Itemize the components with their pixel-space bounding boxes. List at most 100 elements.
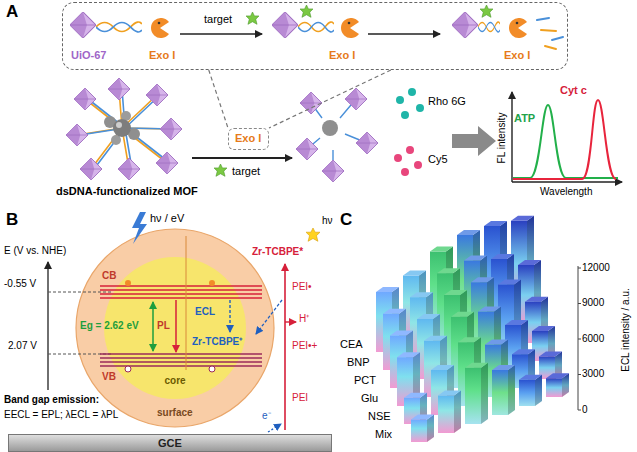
node-label: core	[165, 375, 186, 387]
bar-side	[454, 391, 461, 434]
bar-top	[505, 320, 528, 325]
node-label: GCE	[158, 437, 182, 450]
bar-top	[519, 375, 542, 380]
panel-letter: C	[340, 210, 352, 230]
node-label: surface	[157, 407, 193, 419]
bar-top	[512, 349, 535, 354]
bar-shade	[481, 363, 488, 424]
axis-title: E (V vs. NHE)	[4, 245, 66, 257]
species-label: H⁺	[299, 313, 309, 325]
bar-top	[404, 393, 427, 398]
bar-top	[424, 336, 447, 341]
emission-arrow	[175, 300, 177, 352]
bar-top	[485, 340, 508, 345]
photon-label: hν	[322, 215, 333, 227]
bar-shade	[508, 365, 515, 415]
value-axis	[578, 266, 581, 410]
bar-top	[492, 365, 515, 370]
dashed-panel: UiO-67Exo ItargetExo IExo I	[62, 2, 568, 70]
ecl-arrow	[229, 300, 230, 332]
bar-front	[492, 370, 508, 415]
species-label: Zr-TCBPE⁺	[192, 336, 242, 348]
axis-title: FL intensity	[496, 113, 508, 164]
block-arrow	[452, 126, 496, 156]
proton-arrow	[285, 321, 296, 322]
potential-label: 2.07 V	[8, 340, 37, 352]
category-label: NSE	[368, 410, 391, 423]
mof-cluster	[296, 88, 378, 182]
bar-top	[457, 230, 480, 235]
node-circle	[76, 229, 274, 427]
bar-shade	[535, 375, 542, 406]
reaction-path	[284, 264, 286, 430]
bar-top	[525, 297, 548, 302]
tick-label: 6000	[582, 333, 604, 345]
bar-top	[411, 415, 434, 420]
dye-dots	[396, 88, 424, 119]
electrode: GCE	[8, 434, 332, 452]
tick-label: 12000	[582, 262, 610, 274]
category-label: BNP	[347, 356, 370, 369]
radical-arrow	[256, 300, 282, 334]
bar-top	[465, 363, 488, 368]
bar-top	[532, 326, 555, 331]
enzyme-box: Exo I	[228, 128, 269, 150]
category-label: Glu	[361, 392, 378, 405]
dye-label: Rho 6G	[428, 95, 466, 108]
light-bolt	[132, 212, 147, 244]
panel-letter: B	[6, 210, 18, 230]
bar-front	[519, 380, 535, 406]
band-label: VB	[102, 371, 116, 383]
bar-top	[484, 221, 507, 226]
bar-top	[546, 373, 569, 378]
dye-label: Cy5	[428, 153, 448, 166]
species-label: PEI	[292, 392, 308, 404]
bar-top	[478, 307, 501, 312]
peak-label: Cyt c	[560, 84, 587, 97]
node-label: Exo I	[235, 132, 261, 145]
bar-top	[438, 391, 461, 396]
species-label: PEI•+	[292, 340, 317, 352]
bandgap-label: Eg = 2.62 eV	[80, 320, 139, 332]
node-label: Exo I	[329, 49, 355, 62]
bar-side	[481, 363, 488, 424]
bar-top	[511, 216, 534, 221]
tick-label: 3000	[582, 368, 604, 380]
reaction-scheme	[70, 5, 563, 49]
category-label: PCT	[354, 374, 376, 387]
category-label: Mix	[375, 428, 392, 441]
bar-front	[438, 396, 454, 434]
species-label: Zr-TCBPE*	[252, 246, 303, 258]
caption-label: dsDNA-functionalized MOF	[56, 185, 198, 198]
bar-top	[518, 260, 541, 265]
emission-star	[306, 228, 320, 241]
spectrum-chart	[512, 92, 622, 182]
bar-top	[437, 268, 460, 273]
bar-top	[451, 312, 474, 317]
bar-top	[397, 352, 420, 357]
peak-label: ATP	[514, 112, 535, 125]
note-text: EECL = EPL; λECL = λPL	[4, 409, 118, 421]
bar-top	[376, 287, 399, 292]
axis-title: Wavelength	[540, 186, 592, 198]
node-label: target	[204, 13, 232, 26]
bar-side	[508, 365, 515, 415]
node-label: Exo I	[504, 49, 530, 62]
bar-front	[546, 378, 562, 397]
bandgap-arrow	[152, 302, 154, 351]
bar-top	[444, 290, 467, 295]
bar-top	[464, 256, 487, 261]
node-label: Exo I	[149, 49, 175, 62]
axis-title: ECL intensity / a.u.	[620, 288, 632, 372]
bar-top	[430, 247, 453, 252]
panel-letter: A	[6, 2, 18, 22]
bar-shade	[454, 391, 461, 434]
reagent-label: target	[232, 165, 260, 178]
bar-top	[471, 277, 494, 282]
bar-top	[410, 292, 433, 297]
bar-top	[491, 254, 514, 259]
photon-label: hν / eV	[150, 212, 184, 225]
bar-chart-3d	[376, 216, 569, 442]
